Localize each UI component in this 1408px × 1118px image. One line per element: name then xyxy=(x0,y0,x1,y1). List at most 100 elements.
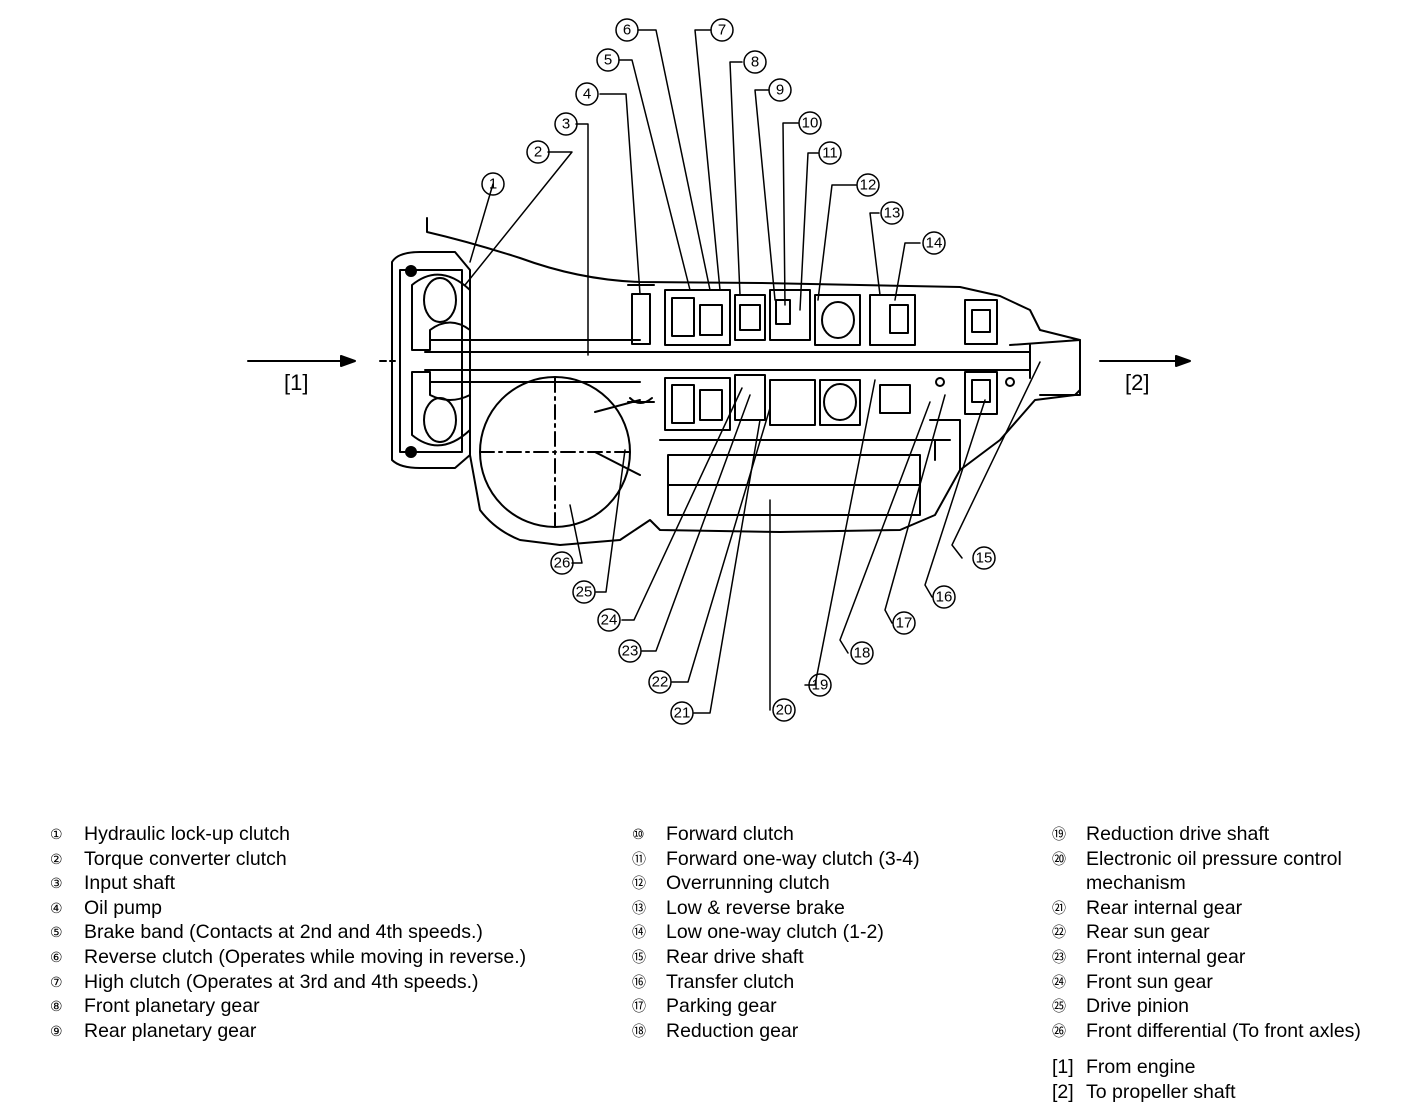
legend-number: ⑤ xyxy=(50,924,63,941)
legend-item: ④ Oil pump xyxy=(50,896,526,921)
legend-text: Transfer clutch xyxy=(666,970,795,993)
legend-number: [2] xyxy=(1052,1080,1074,1103)
legend-number: ㉓ xyxy=(1052,948,1066,965)
callout-9: 9 xyxy=(776,82,784,99)
flow-label-to: [2] xyxy=(1125,370,1149,395)
legend-item: [1] From engine xyxy=(1052,1055,1361,1080)
callout-3: 3 xyxy=(562,116,570,133)
legend-number: ⑳ xyxy=(1052,850,1066,867)
callout-21: 21 xyxy=(674,705,691,722)
legend-text: Parking gear xyxy=(666,995,777,1018)
callout-16: 16 xyxy=(936,589,953,606)
case-upper-outline xyxy=(426,217,1081,361)
callout-20: 20 xyxy=(776,702,793,719)
legend-number: ⑩ xyxy=(632,826,645,842)
legend-number: ㉑ xyxy=(1052,899,1066,916)
callout-5: 5 xyxy=(604,52,612,69)
legend-number: ⑯ xyxy=(632,973,646,990)
callout-1: 1 xyxy=(489,176,497,193)
legend-number: ㉖ xyxy=(1052,1022,1066,1039)
legend-number: ⑦ xyxy=(50,973,63,990)
legend-text: Low & reverse brake xyxy=(666,896,845,919)
legend-number: ㉒ xyxy=(1052,924,1066,941)
legend-item: [2] To propeller shaft xyxy=(1052,1080,1361,1105)
legend-item: mechanism xyxy=(1052,871,1361,896)
legend-text: Forward one-way clutch (3-4) xyxy=(666,847,920,870)
legend-text: Front differential (To front axles) xyxy=(1086,1019,1361,1042)
legend-number: ⑥ xyxy=(50,948,63,965)
output-arrow xyxy=(1099,355,1191,367)
legend-text: Rear drive shaft xyxy=(666,945,804,968)
legend-number: ① xyxy=(50,826,63,842)
legend-number: ⑮ xyxy=(632,948,646,965)
callout-23: 23 xyxy=(622,643,639,660)
legend-item: ⑤ Brake band (Contacts at 2nd and 4th spe… xyxy=(50,920,526,945)
callout-13: 13 xyxy=(884,205,901,222)
legend-text: mechanism xyxy=(1086,872,1186,895)
legend-number: [1] xyxy=(1052,1056,1074,1079)
callout-25: 25 xyxy=(576,584,593,601)
legend-text: Input shaft xyxy=(84,872,176,895)
callout-10: 10 xyxy=(802,115,819,132)
callout-numbers: 1 2 3 4 5 6 7 8 9 10 11 12 13 14 15 16 1… xyxy=(489,22,993,722)
rear-section xyxy=(929,339,1081,471)
legend-item: ㉖ Front differential (To front axles) xyxy=(1052,1019,1361,1044)
legend-text: Reverse clutch (Operates while moving in… xyxy=(84,945,527,968)
legend-number: ⑫ xyxy=(632,875,646,892)
callout-11: 11 xyxy=(822,145,838,162)
callout-19: 19 xyxy=(812,677,829,694)
legend-text: Hydraulic lock-up clutch xyxy=(84,823,290,845)
legend-text: Oil pump xyxy=(84,896,163,919)
legend-item: ㉕ Drive pinion xyxy=(1052,994,1361,1019)
legend-text: Brake band (Contacts at 2nd and 4th spee… xyxy=(84,921,483,944)
front-differential xyxy=(479,376,641,529)
legend-item: ⑯ Transfer clutch xyxy=(632,970,920,995)
legend-text: Front planetary gear xyxy=(84,995,260,1018)
legend-text: Torque converter clutch xyxy=(84,847,287,870)
callout-4: 4 xyxy=(583,86,591,103)
legend-text: From engine xyxy=(1086,1056,1196,1079)
legend-text: Front sun gear xyxy=(1086,970,1213,993)
legend-text: Electronic oil pressure control xyxy=(1086,847,1342,870)
legend-text: Reduction gear xyxy=(666,1019,799,1042)
legend-spacer xyxy=(1052,1043,1361,1055)
legend-item: ⑰ Parking gear xyxy=(632,994,920,1019)
case-lower-outline xyxy=(469,361,1081,546)
legend-item: ⑥ Reverse clutch (Operates while moving i… xyxy=(50,945,526,970)
oil-pump xyxy=(627,284,655,404)
callout-8: 8 xyxy=(751,54,759,71)
legend-item: ⑫ Overrunning clutch xyxy=(632,871,920,896)
main-shaft xyxy=(424,339,1031,383)
legend-number: ⑰ xyxy=(632,998,646,1015)
legend-number: ④ xyxy=(50,899,63,916)
clutch-packs-upper xyxy=(664,289,998,346)
callout-17: 17 xyxy=(896,615,913,632)
transmission-cutaway-diagram: 1 2 3 4 5 6 7 8 9 10 11 12 13 14 15 16 1… xyxy=(247,18,1191,725)
legend-text: Overrunning clutch xyxy=(666,872,830,895)
callout-18: 18 xyxy=(854,645,871,662)
legend-text: Forward clutch xyxy=(666,823,794,845)
torque-converter xyxy=(391,251,471,469)
legend-number: ⑱ xyxy=(632,1022,646,1039)
legend-text: Drive pinion xyxy=(1086,995,1189,1018)
leader-lines xyxy=(464,29,1041,714)
legend-number xyxy=(1052,871,1086,896)
clutch-packs-lower xyxy=(664,371,1015,431)
legend-item: ③ Input shaft xyxy=(50,871,526,896)
callout-15: 15 xyxy=(976,550,993,567)
legend-text: To propeller shaft xyxy=(1086,1080,1236,1103)
legend-item: ⑳ Electronic oil pressure control xyxy=(1052,847,1361,872)
legend-text: Front internal gear xyxy=(1086,945,1246,968)
legend-number: ㉕ xyxy=(1052,998,1066,1015)
legend-number: ③ xyxy=(50,875,63,892)
